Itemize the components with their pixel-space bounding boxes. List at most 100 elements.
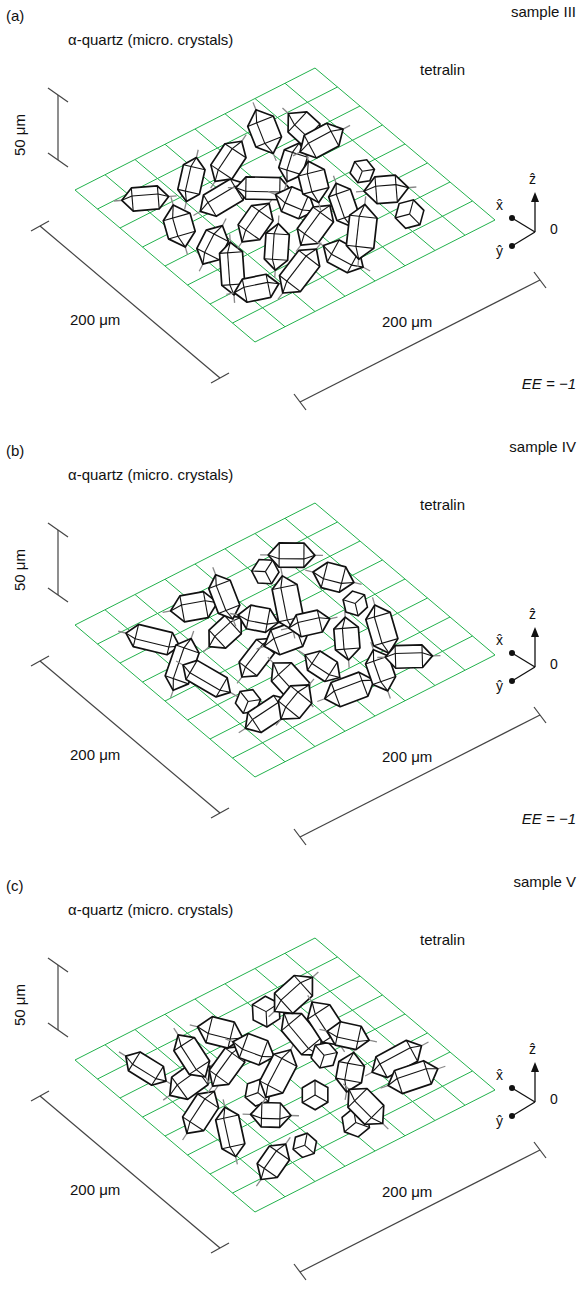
crystal-edge [325,662,338,681]
crystal-edge [214,224,222,236]
crystal-edge [381,681,388,693]
crystal-edge [252,703,278,720]
crystal-edge [279,576,285,588]
crystal-edge [243,719,254,728]
crystal-edge [124,1056,134,1064]
crystal-edge [244,282,268,287]
crystal-edge [346,245,374,248]
crystal-edge [230,1146,236,1157]
dimension-tick [48,588,68,602]
dimension-tick [48,523,68,537]
quartz-crystal [317,1018,380,1054]
crystal-edge [205,234,214,252]
scale-label: 200 μm [382,749,432,766]
crystal-edge [331,254,351,265]
crystal-outline [385,645,433,669]
material-label: α-quartz (micro. crystals) [68,467,233,484]
crystal-edge [248,700,261,702]
crystal-edge [307,1005,329,1020]
crystal-edge [272,585,297,590]
crystal-edge [342,628,344,649]
crystal-edge [152,1066,164,1085]
crystal-edge [242,1049,262,1056]
quartz-crystal [212,1097,249,1167]
crystal-outline [232,272,281,304]
crystal-edge [380,1048,410,1064]
axis-head [531,192,539,202]
crystal-edge [289,1025,309,1049]
crystal-edge [215,622,231,636]
crystal-edge [356,216,359,246]
crystal-outline [334,1050,367,1094]
crystal-edge [287,256,306,281]
crystal-edge [211,165,232,179]
crystal-edge [274,195,287,203]
panel-letter: (a) [6,8,24,25]
quartz-crystal [338,587,372,621]
crystal-edge [218,605,240,613]
crystal-edge [374,617,382,643]
axis-head [509,650,515,656]
quartz-crystal [113,184,178,212]
crystal-edge [226,609,233,620]
crystal-edge [279,1103,281,1127]
crystal-edge [284,170,291,182]
crystal-edge [395,175,397,202]
crystal-edge [395,1070,403,1093]
crystal-outline [254,1044,302,1104]
crystal-edge [190,673,220,690]
crystal-edge [312,572,324,579]
crystal-outline [251,1137,296,1186]
crystal-edge [180,596,185,622]
crystal-outline [393,196,426,231]
crystal-edge [359,204,365,217]
crystal-edge [408,214,422,225]
crystal-edge [323,579,341,584]
crystal-edge [337,1037,358,1042]
crystal-edge [209,1070,229,1084]
crystal-edge [206,230,228,241]
crystal-edge [270,663,281,675]
crystal-outline [288,1129,321,1161]
crystal-edge [315,1095,328,1102]
crystal-edge [133,624,138,646]
crystal-edge [278,701,299,718]
crystal-edge [183,1117,204,1131]
crystal-edge [256,137,282,147]
dimension-line [40,1096,220,1248]
crystal-edge [157,186,159,209]
crystal-edge [206,1017,212,1043]
crystal-edge [170,605,182,611]
quartz-crystal [344,195,379,269]
crystal-edge [252,1000,266,1015]
crystal-edge [305,1145,314,1153]
grid-line [120,976,360,1098]
scale-label: 50 μm [12,114,29,156]
crystal-edge [183,191,188,202]
crystal-edge [385,654,395,658]
crystal-outline [250,1102,291,1128]
quartz-crystal [296,1077,334,1114]
axis-label: ẑ [529,172,536,187]
quartz-crystal [202,563,247,631]
crystal-edge [234,287,245,293]
crystal-edge [406,1040,417,1061]
crystal-edge [344,649,349,660]
grid-line [285,518,465,670]
crystal-edge [308,131,330,143]
quartz-crystal [158,193,201,258]
dimension-line [40,661,220,813]
crystal-edge [259,1041,268,1065]
crystal-outline [160,201,199,251]
quartz-crystal [265,670,324,734]
crystal-edge [220,687,230,695]
crystal-edge [302,1091,315,1106]
axis-head [509,678,515,684]
crystal-edge [293,1141,305,1153]
crystal-edge [250,1114,261,1118]
crystal-edge [334,627,358,629]
dimension-tick [534,272,546,288]
crystal-edge [305,212,321,233]
crystal-edge [374,639,398,646]
crystal-edge [335,1022,340,1045]
